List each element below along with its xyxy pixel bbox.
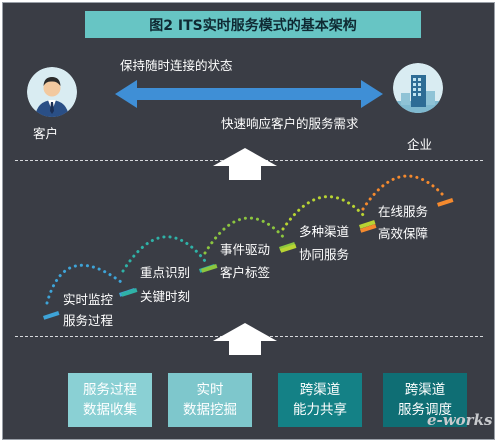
arrow-bottom-text: 快速响应客户的服务需求 (221, 116, 359, 131)
stair-arc-5 (361, 174, 445, 211)
stair-1-label-2: 服务过程 (63, 313, 114, 328)
up-arrow-top (213, 148, 277, 180)
stair-2-label-2: 关键时刻 (140, 289, 191, 304)
box-data-mining: 实时数据挖掘 (168, 373, 252, 427)
stair-arc-4 (281, 195, 367, 231)
stair-tick-4-1 (280, 244, 297, 253)
stair-tick-5-1 (359, 224, 377, 233)
stair-3-label-2: 客户标签 (220, 265, 271, 280)
stair-tick-4-2 (358, 220, 376, 229)
box-service-dispatch: 跨渠道服务调度 (383, 373, 467, 427)
stair-arc-3 (203, 216, 287, 255)
stair-1-label-1: 实时监控 (63, 292, 114, 307)
stair-tick-1-1 (42, 311, 60, 320)
diagram-frame: 图2 ITS实时服务模式的基本架构 客户 企 (2, 2, 495, 440)
box-capability-sharing: 跨渠道能力共享 (278, 373, 362, 427)
stair-5-label-2: 高效保障 (378, 226, 429, 241)
staircase (42, 174, 454, 320)
customer-label: 客户 (33, 126, 59, 141)
person-icon (27, 67, 77, 117)
customer-avatar (27, 67, 77, 117)
stair-4-label-1: 多种渠道 (299, 224, 350, 239)
arrow-top-text: 保持随时连接的状态 (120, 58, 233, 73)
box-data-collection: 服务过程数据收集 (68, 373, 152, 427)
stair-4-label-2: 协同服务 (299, 247, 350, 262)
stair-3-label-1: 事件驱动 (220, 242, 271, 257)
stair-arc-2 (121, 235, 207, 273)
double-arrow (115, 80, 383, 108)
stair-tick-3-1 (200, 264, 218, 273)
up-arrow-bottom (213, 323, 277, 355)
watermark-logo: e-works (427, 411, 493, 429)
diagram-title: 图2 ITS实时服务模式的基本架构 (85, 11, 421, 38)
stair-2-label-1: 重点识别 (140, 265, 191, 280)
stair-5-label-1: 在线服务 (378, 204, 429, 219)
enterprise-label: 企业 (407, 137, 433, 152)
stair-tick-2-1 (121, 288, 138, 297)
stair-arc-1 (45, 263, 127, 305)
stair-tick-5-2 (437, 198, 454, 207)
